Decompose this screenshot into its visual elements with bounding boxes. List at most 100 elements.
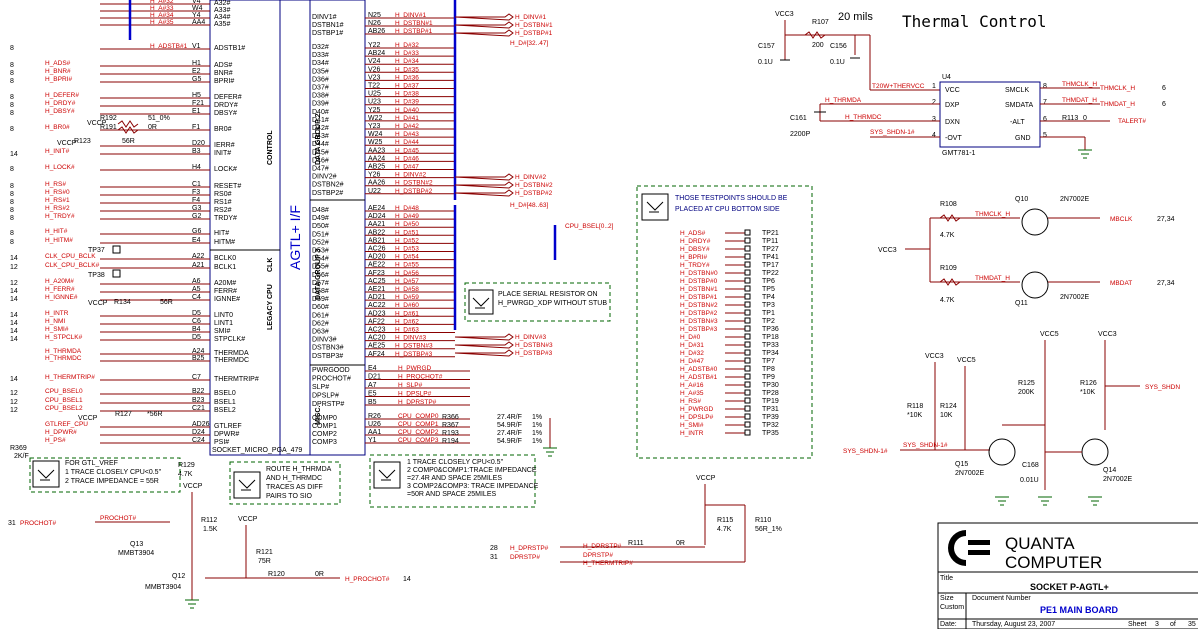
net-label: H_D#61: [395, 310, 419, 317]
tp-ref: TP21: [762, 230, 779, 237]
net-label: H_THERMTRIP#: [45, 374, 95, 381]
mbdat-page: 27,34: [1157, 280, 1175, 287]
cpu-ball: F4: [192, 197, 200, 204]
c157-ref: C157: [758, 43, 775, 50]
cpu-ball: W25: [368, 139, 383, 146]
q14-symbol: [1081, 438, 1109, 466]
net-thmclk: THMCLK_H: [1062, 81, 1097, 88]
tp-pad: [744, 333, 751, 340]
cpu-ball: AC20: [368, 335, 386, 342]
cpu-pin-name: ADSTB1#: [214, 45, 245, 52]
cpu-ball: AB21: [368, 237, 385, 244]
page-ref: 8: [10, 70, 14, 77]
q15-ref: Q15: [955, 461, 968, 468]
ls-vcc3: VCC3: [878, 247, 897, 254]
note-pwrgd-2: H_PWRGD_XDP WITHOUT STUB: [498, 300, 607, 307]
cpu-pin-name: DPRSTP#: [312, 401, 344, 408]
tp-net: H_DSTBN#1: [680, 286, 718, 293]
comp-res-val: 27.4R/F: [497, 414, 522, 421]
cpu-pin-name: D50#: [312, 223, 329, 230]
tp-net: H_ADSTB#0: [680, 366, 718, 373]
page-ref: 14: [10, 255, 18, 262]
page-ref: 14: [10, 312, 18, 319]
c168-val: 0.01U: [1020, 477, 1039, 484]
page-ref: 8: [10, 166, 14, 173]
dp-vccp: VCCP: [696, 475, 716, 482]
cpu-ball: AF24: [368, 351, 385, 358]
net-label: H_D#33: [395, 50, 419, 57]
cpu-ball: B23: [192, 397, 205, 404]
tp-net: H_A#35: [680, 390, 704, 397]
cpu-left-pins: A32#V4A33#W4A34#Y4A35#AA4ADSTB1#V1ADS#H1…: [100, 0, 259, 446]
cpu-socket-name: SOCKET_MICRO_PGA_479: [212, 447, 302, 454]
net-label: H_D#35: [395, 66, 419, 73]
net-label: H_DEFER#: [45, 92, 79, 99]
cpu-ball: W22: [368, 115, 383, 122]
cpu-ball: AE21: [368, 286, 385, 293]
tp-pad: [744, 269, 751, 276]
page-ref: 8: [10, 126, 14, 133]
page-ref: 14: [10, 296, 18, 303]
flag-dprstp-2: DPRSTP#: [510, 554, 540, 561]
bus-label-d-hi-2: H_D#[48..63]: [510, 202, 548, 209]
cpu-ball: C7: [192, 374, 201, 381]
tp-pad: [744, 277, 751, 284]
note-gtl-3: 2 TRACE IMPEDANCE = 55R: [65, 478, 159, 485]
cpu-left-body: [209, 0, 281, 456]
sheet-total: 35: [1188, 621, 1196, 628]
tp-net: H_DSTBP#2: [680, 310, 718, 317]
page-ref: 8: [10, 102, 14, 109]
tp-pad: [744, 421, 751, 428]
cpu-ball: AA26: [368, 180, 385, 187]
cpu-pin-name: DSTBN3#: [312, 345, 344, 352]
r124-ref: R124: [940, 403, 957, 410]
cpu-ball: AA23: [368, 147, 385, 154]
u4-chip: [939, 81, 1041, 148]
r118-val: *10K: [907, 412, 923, 419]
tp38: TP38: [88, 272, 105, 279]
r111-ref: R111: [628, 540, 644, 547]
tp-pad: [744, 301, 751, 308]
thmclk-page: 6: [1162, 85, 1166, 92]
dprstp-section: VCCP R115 4.7K R110 56R_1% 28 31 H_DPRST…: [490, 475, 782, 567]
tp-pad: [744, 373, 751, 380]
cpu-ball: T22: [368, 83, 380, 90]
note-thrmda-4: PAIRS TO SIO: [266, 493, 312, 500]
comp-res-tol: 1%: [532, 438, 542, 445]
flag-thmdat: THMDAT_H: [1100, 101, 1135, 108]
net-label: H_D#60: [395, 302, 419, 309]
cpu-ball: AE25: [368, 343, 385, 350]
c157-val: 0.1U: [758, 59, 773, 66]
cpu-pin-name: DINV1#: [312, 14, 337, 21]
cpu-pin-name: INIT#: [214, 150, 231, 157]
tp-pad: [744, 429, 751, 436]
section-misc: MISC.: [315, 406, 322, 426]
r108-ref: R108: [940, 201, 957, 208]
cpu-pin-name: D33#: [312, 52, 329, 59]
cpu-ball: E4: [368, 365, 377, 372]
cpu-pin-name: DBSY#: [214, 110, 237, 117]
cpu-ball: AD24: [368, 213, 386, 220]
net-label: H_DSTBP#1: [395, 28, 433, 35]
net-label: H_DPRSTP#: [398, 399, 437, 406]
page-ref: 12: [10, 264, 18, 271]
r123-val: 56R: [122, 138, 135, 145]
tp-ref: TP31: [762, 406, 779, 413]
net-label: H_HIT#: [45, 228, 68, 235]
r124-val: 10K: [940, 412, 953, 419]
section-clk: CLK: [267, 258, 274, 272]
page-ref: 12: [10, 280, 18, 287]
cpu-ball: A7: [368, 382, 377, 389]
tp-net: H_DSTBN#3: [680, 318, 718, 325]
r120-val: 0R: [315, 571, 324, 578]
net-label: CPU_COMP3: [398, 437, 439, 444]
cpu-ball: A6: [192, 278, 201, 285]
cpu-pin-name: D61#: [312, 312, 329, 319]
r129-ref: R129: [178, 462, 195, 469]
cpu-pin-name: A35#: [214, 21, 230, 28]
u4-pin-alt: -ALT: [1010, 119, 1025, 126]
tp-net: H_DSTBP#1: [680, 294, 718, 301]
cpu-ball: AB22: [368, 229, 385, 236]
net-label: H_HITM#: [45, 237, 73, 244]
title-block: QUANTA COMPUTER Title SOCKET P-AGTL+ Siz…: [937, 522, 1198, 629]
